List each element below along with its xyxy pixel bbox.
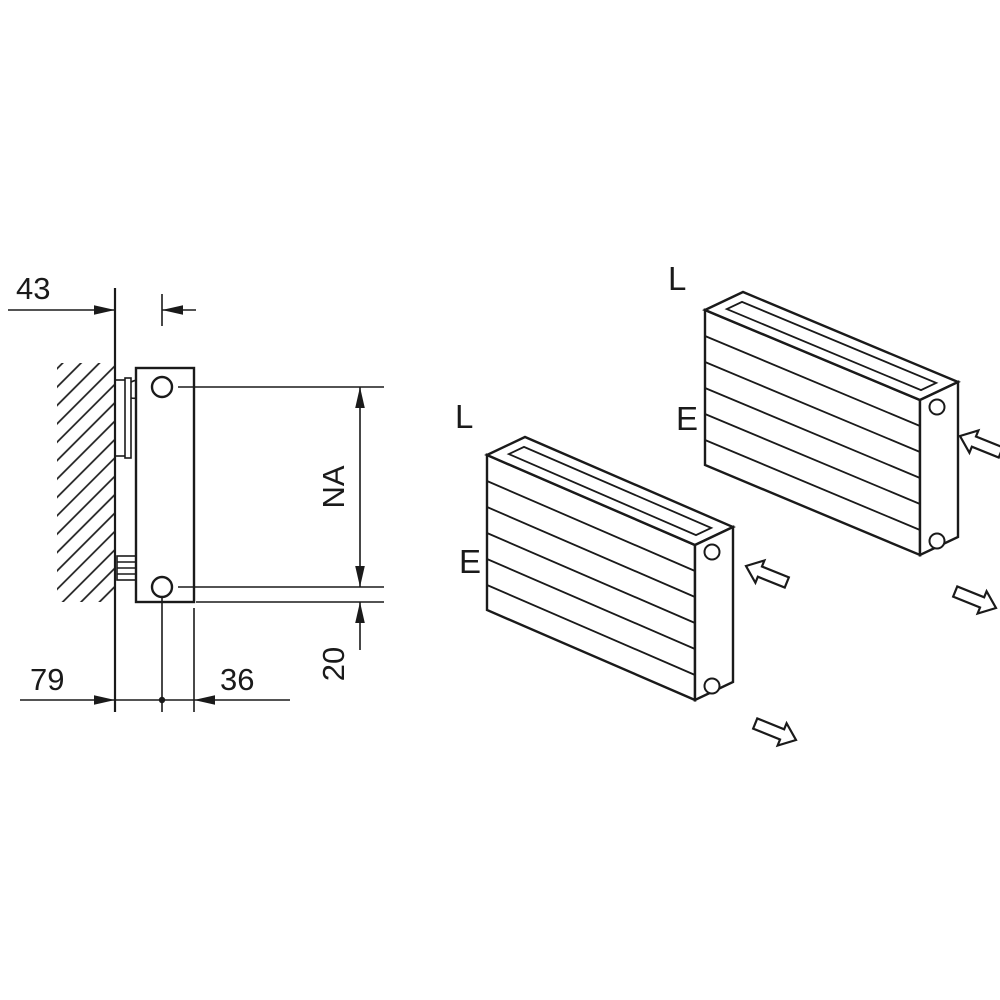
wall-hatching <box>57 363 115 602</box>
bottom-dimensions: 79 36 <box>20 598 290 712</box>
rear-label-e: E <box>676 400 698 437</box>
top-grille <box>724 300 939 392</box>
flow-arrow-in-icon <box>958 428 1000 460</box>
radiator-profile <box>134 366 196 604</box>
front-label-e: E <box>459 543 481 580</box>
flow-arrow-in-icon <box>744 558 791 590</box>
flow-arrow-out-icon <box>951 584 998 616</box>
dim-43-label: 43 <box>16 271 50 306</box>
top-opening <box>506 445 714 537</box>
dim-na-label: NA <box>316 465 351 508</box>
hub-icon <box>928 532 946 550</box>
dimension-43: 43 <box>8 271 196 326</box>
front-panel-slats <box>486 480 696 676</box>
rear-label-l: L <box>668 260 686 297</box>
dim-20-label: 20 <box>316 647 351 681</box>
rear-radiator: L E <box>668 260 1000 616</box>
front-radiator: L E <box>455 398 798 748</box>
flow-arrow-out-icon <box>751 716 798 748</box>
front-panel-slats <box>704 335 921 531</box>
side-view: 43 NA 20 79 36 <box>8 271 384 712</box>
dim-79-label: 79 <box>30 662 64 697</box>
front-label-l: L <box>455 398 473 435</box>
hub-icon <box>928 398 946 416</box>
hub-icon <box>703 543 721 561</box>
bottom-support-clip <box>116 555 138 581</box>
hub-icon <box>703 677 721 695</box>
isometric-view: L E L E <box>455 260 1000 748</box>
dimension-na: NA <box>178 386 384 603</box>
top-connection-hub-icon <box>150 375 174 399</box>
bottom-connection-hub-icon <box>150 575 174 599</box>
dimension-20: 20 <box>316 602 365 681</box>
dim-36-label: 36 <box>220 662 254 697</box>
